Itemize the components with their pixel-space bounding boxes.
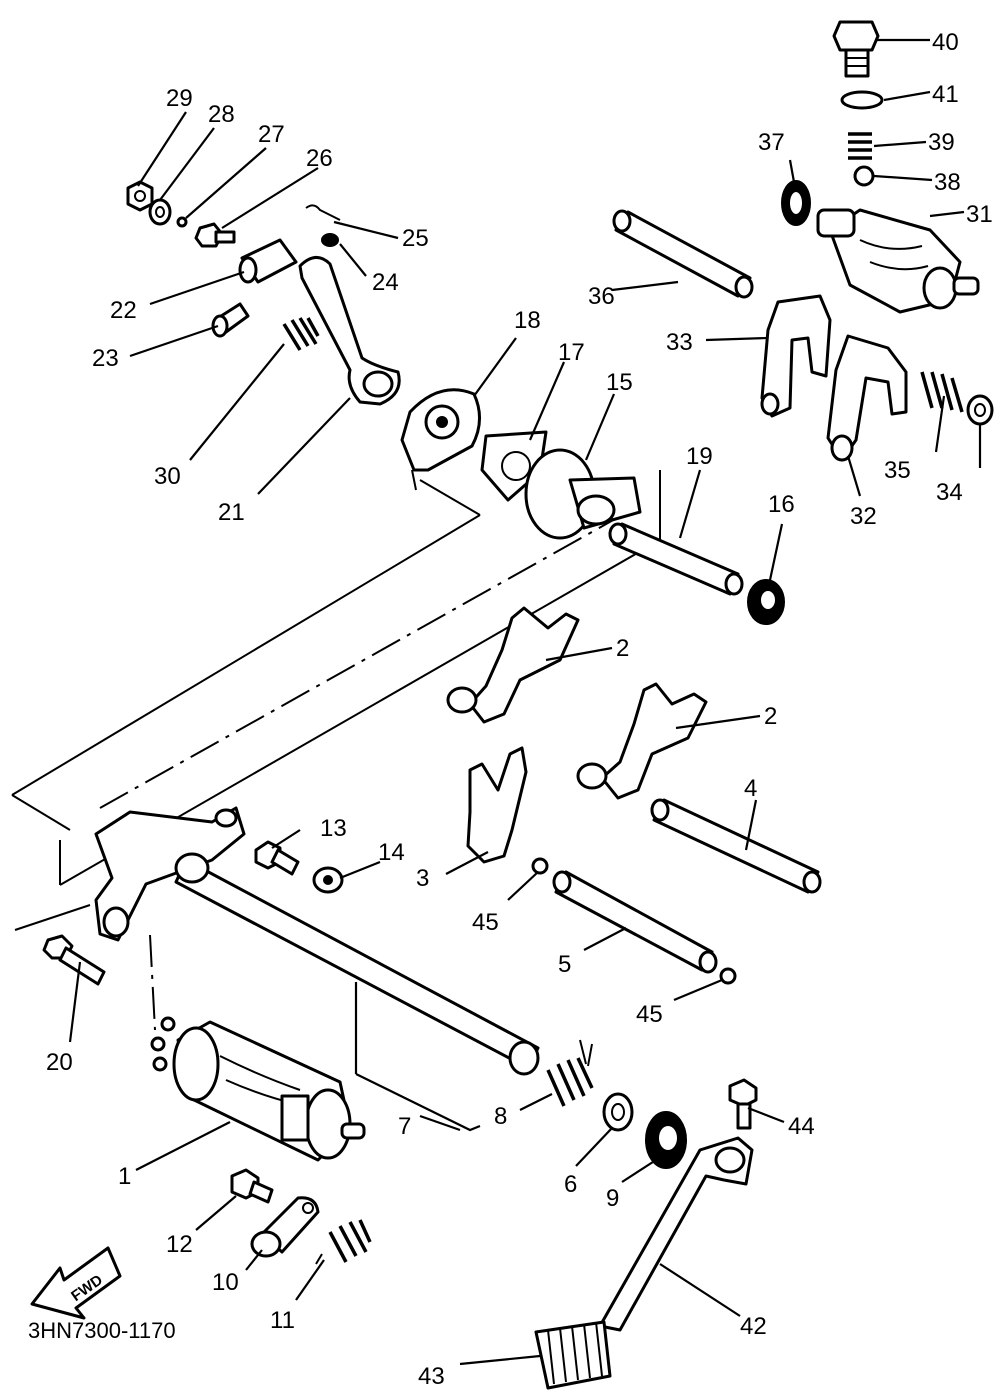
part-14-stopper bbox=[312, 866, 344, 894]
part-35-spring bbox=[920, 371, 964, 413]
part-24-clip bbox=[321, 233, 339, 247]
part-4-guide-bar bbox=[650, 798, 822, 894]
callout-17: 17 bbox=[558, 339, 585, 366]
part-2-shift-fork-lower bbox=[576, 682, 708, 800]
callout-4: 4 bbox=[744, 775, 757, 802]
part-18-stopper-plate bbox=[400, 388, 481, 491]
part-2-shift-fork-upper bbox=[446, 606, 580, 724]
callout-18: 18 bbox=[514, 307, 541, 334]
callout-19: 19 bbox=[686, 443, 713, 470]
callout-30: 30 bbox=[154, 463, 181, 490]
part-41-washer bbox=[840, 90, 884, 110]
callout-24: 24 bbox=[372, 269, 399, 296]
part-34-washer bbox=[966, 394, 994, 426]
callout-38: 38 bbox=[934, 169, 961, 196]
part-30-spring bbox=[282, 317, 320, 351]
callout-12: 12 bbox=[166, 1231, 193, 1258]
callout-10: 10 bbox=[212, 1269, 239, 1296]
callout-11: 11 bbox=[270, 1307, 295, 1334]
part-15-segment bbox=[524, 448, 642, 540]
callout-20: 20 bbox=[46, 1049, 73, 1076]
part-21-shift-arm bbox=[298, 256, 401, 406]
part-9-oil-seal bbox=[645, 1111, 687, 1169]
callout-25: 25 bbox=[402, 225, 429, 252]
callout-26: 26 bbox=[306, 145, 333, 172]
callout-45-lower: 45 bbox=[636, 1001, 663, 1028]
callout-2-upper: 2 bbox=[616, 635, 629, 662]
callout-1: 1 bbox=[118, 1163, 131, 1190]
part-27-o-ring bbox=[176, 216, 188, 228]
part-10-stopper-lever bbox=[250, 1196, 320, 1258]
callout-43: 43 bbox=[418, 1363, 445, 1390]
callout-7: 7 bbox=[398, 1113, 411, 1140]
callout-40: 40 bbox=[932, 29, 959, 56]
callout-2-lower: 2 bbox=[764, 703, 777, 730]
part-7-shift-shaft bbox=[94, 806, 540, 1076]
callout-21: 21 bbox=[218, 499, 245, 526]
part-32-shift-fork bbox=[826, 334, 908, 462]
callout-42: 42 bbox=[740, 1313, 767, 1340]
part-45-circlip-upper bbox=[531, 857, 549, 875]
callout-9: 9 bbox=[606, 1185, 619, 1212]
part-42-shift-pedal bbox=[598, 1136, 754, 1332]
callout-22: 22 bbox=[110, 297, 137, 324]
part-36-guide-bar bbox=[612, 209, 754, 299]
part-3-shift-fork bbox=[466, 746, 528, 864]
part-20-bolt bbox=[42, 934, 106, 986]
callout-16: 16 bbox=[768, 491, 795, 518]
callout-3: 3 bbox=[416, 865, 429, 892]
callout-41: 41 bbox=[932, 81, 959, 108]
part-25-cotter-pin bbox=[305, 204, 341, 221]
part-44-bolt bbox=[728, 1078, 758, 1130]
part-37-oil-seal bbox=[781, 180, 811, 226]
part-13-bolt bbox=[254, 840, 300, 876]
part-38-ball bbox=[853, 165, 875, 187]
part-26-bolt bbox=[194, 222, 236, 248]
part-31-shift-drum-segment bbox=[816, 208, 980, 314]
forward-direction-arrow: FWD bbox=[30, 1246, 122, 1320]
part-43-pedal-rubber bbox=[534, 1320, 612, 1390]
callout-23: 23 bbox=[92, 345, 119, 372]
callout-13: 13 bbox=[320, 815, 347, 842]
callout-28: 28 bbox=[208, 101, 235, 128]
part-29-nut bbox=[126, 180, 154, 212]
callout-36: 36 bbox=[588, 283, 615, 310]
part-22-joint bbox=[238, 238, 298, 284]
callout-29: 29 bbox=[166, 85, 193, 112]
part-6-washer bbox=[602, 1092, 634, 1132]
callout-8: 8 bbox=[494, 1103, 507, 1130]
part-23-pin bbox=[211, 302, 250, 338]
leader-lines bbox=[68, 38, 982, 1366]
callout-15: 15 bbox=[606, 369, 633, 396]
callout-35: 35 bbox=[884, 457, 911, 484]
callout-labels: 40 41 39 38 37 31 29 28 27 26 25 24 22 2… bbox=[28, 29, 993, 1390]
callout-33: 33 bbox=[666, 329, 693, 356]
callout-34: 34 bbox=[936, 479, 963, 506]
part-19-rod bbox=[608, 522, 744, 596]
part-39-spring bbox=[848, 132, 872, 160]
part-11-spring bbox=[315, 1219, 372, 1265]
callout-31: 31 bbox=[966, 201, 993, 228]
callout-39: 39 bbox=[928, 129, 955, 156]
callout-32: 32 bbox=[850, 503, 877, 530]
part-17-retainer-plate bbox=[480, 430, 548, 502]
part-45-circlip-lower bbox=[719, 967, 737, 985]
part-16-washer bbox=[747, 579, 785, 625]
callout-6: 6 bbox=[564, 1171, 577, 1198]
part-5-guide-bar bbox=[552, 870, 718, 974]
part-28-washer bbox=[148, 198, 172, 226]
part-12-bolt bbox=[230, 1168, 274, 1204]
part-1-shift-drum bbox=[150, 1016, 366, 1162]
callout-27: 27 bbox=[258, 121, 285, 148]
part-40-bolt bbox=[832, 20, 880, 78]
drawing-code: 3HN7300-1170 bbox=[28, 1318, 176, 1343]
callout-5: 5 bbox=[558, 951, 571, 978]
callout-37: 37 bbox=[758, 129, 785, 156]
callout-44: 44 bbox=[788, 1113, 815, 1140]
callout-45-upper: 45 bbox=[472, 909, 499, 936]
part-8-return-spring bbox=[546, 1039, 594, 1107]
part-33-shift-fork bbox=[760, 294, 832, 418]
callout-14: 14 bbox=[378, 839, 405, 866]
